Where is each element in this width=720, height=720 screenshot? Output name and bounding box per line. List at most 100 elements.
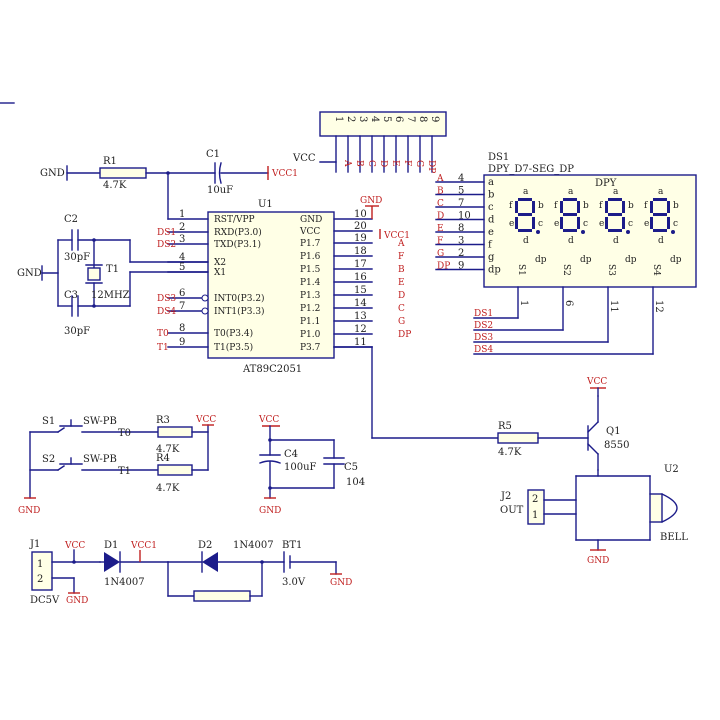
r5-ref: R5 [498,421,512,432]
u1-pin-num-10: 10 [354,209,367,220]
header-net-g: G [414,160,424,167]
u1-invert-bubble [201,307,209,315]
q1-ref: Q1 [606,426,621,437]
digit-select-s1: S1 [516,264,526,276]
u1-pin-num-9: 9 [179,337,185,348]
ds1-seg-b: b [488,190,494,201]
digit-label-d: d [658,236,664,246]
ds1-pin-num-3: 3 [458,236,464,247]
d2-ref: D2 [198,540,212,551]
u1-net-t0: T0 [157,329,169,339]
u1-pin-num-13: 13 [354,311,367,322]
digit-label-c: c [628,219,633,229]
c4-ref: C4 [284,449,298,460]
u1-net-ds2: DS2 [157,240,176,250]
d1-ref: D1 [104,540,118,551]
u1-pin-name-6: INT0(P3.2) [214,293,265,304]
s2-type: SW-PB [83,454,117,465]
buzzer-section: R5 4.7K VCC Q1 8550 GND 2 1 J2 OUT U2 BE… [497,377,688,566]
u1-pin-num-8: 8 [179,323,185,334]
c3-value: 30pF [64,326,90,337]
u1-pin-name-15: P1.3 [300,291,321,301]
resistor-r4 [157,464,193,476]
u1-pin-name-5: X1 [214,268,226,278]
q1-value: 8550 [604,440,629,451]
digit-segment-g [563,213,577,216]
u1-part: AT89C2051 [242,364,302,375]
u1-pin-num-18: 18 [354,246,367,257]
header-pin-7: 7 [405,116,416,122]
digit-label-f: f [599,201,603,211]
u1-pin-name-9: T1(P3.5) [214,342,253,353]
u1-pin-name-13: P1.1 [300,317,320,327]
ds1-net-e: E [437,224,444,234]
digit-label-e: e [644,219,649,229]
capacitor-c1: C1 10uF [206,149,233,196]
r1-ref: R1 [103,156,117,167]
j2-ref: J2 [500,491,511,502]
u1-net-d: D [398,291,405,301]
u1-pin-name-14: P1.2 [300,304,320,314]
u1-pin-num-3: 3 [179,234,185,245]
gnd-label-j1: GND [66,596,88,606]
digit-segment-dp [626,230,630,234]
digit-segment-f [605,201,608,213]
digit-segment-f [650,201,653,213]
digit-segment-dp [581,230,585,234]
digit-segment-e [605,217,608,229]
ds1-pin-num-4: 4 [458,173,464,184]
buttons-section: GND S1 SW-PB T0 S2 SW-PB T1 R3 4.7K R4 4… [18,415,216,516]
digit-pin-1: 1 [518,300,529,306]
c4-value: 100uF [284,462,317,473]
u1-pin-name-10: GND [300,215,322,225]
digit-segment-g [518,213,532,216]
digit-label-a: a [568,187,574,197]
digit-segment-g [653,213,667,216]
u1-pin-name-11: P3.7 [300,343,321,353]
gnd-label-r1: GND [40,168,65,179]
digit-label-b: b [673,201,679,211]
ds1-seg-d: d [488,215,495,226]
digit-segment-b [622,201,625,213]
u1-pin-num-17: 17 [354,259,367,270]
digit-label-a: a [613,187,619,197]
header-pin-4: 4 [369,116,380,122]
resistor-r1: R1 4.7K [99,156,147,191]
u1-net-ds3: DS3 [157,294,176,304]
vcc-label-decoupling: VCC [258,415,279,425]
ds1-part: DPY_D7-SEG_DP [488,164,574,175]
digit-select-s2: S2 [561,264,571,276]
r5-value: 4.7K [498,447,522,458]
digit-label-c: c [583,219,588,229]
t1-net-s2: T1 [118,466,131,477]
header-net-c: C [366,160,376,167]
header-net-b: B [354,160,364,167]
s1-type: SW-PB [83,416,117,427]
digit-net-ds2: DS2 [474,321,493,331]
header-pin-5: 5 [381,116,392,122]
ds1-net-c: C [437,199,444,209]
bt1-ref: BT1 [282,540,302,551]
digit-label-b: b [628,201,634,211]
u1-pin-num-19: 19 [354,233,367,244]
header-net-f: F [402,160,412,166]
ds1-pin-num-9: 9 [458,261,464,272]
header-pin-2: 2 [345,116,356,122]
digit-label-a: a [523,187,529,197]
u1-pin-name-16: P1.4 [300,278,321,288]
digit-label-dp: dp [670,255,682,265]
ds1-seg-c: c [488,202,494,213]
header-net-d: D [378,160,388,167]
r3-ref: R3 [156,415,170,426]
u1-pin-name-17: P1.5 [300,265,321,275]
header-net-dp: DP [426,160,436,173]
header-net-e: E [390,160,400,167]
c5-ref: C5 [344,462,358,473]
c5-value: 104 [346,477,365,488]
u1-ref: U1 [258,199,273,210]
digit-segment-d [518,229,532,232]
ds1-pin-num-10: 10 [458,211,471,222]
